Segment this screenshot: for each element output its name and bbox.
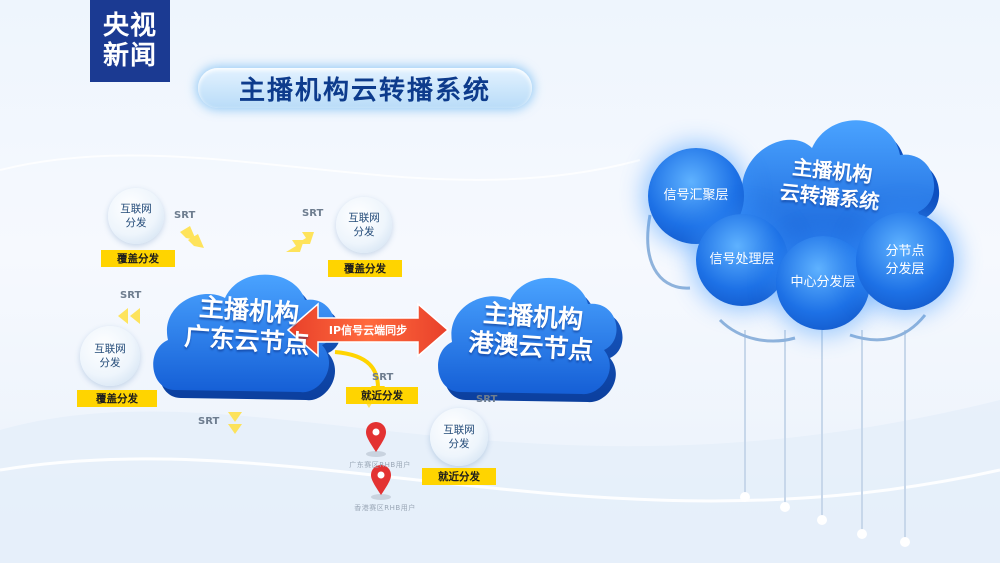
cloud-guangdong-shape: [153, 274, 341, 401]
bubble-2-line2: 分发: [353, 226, 375, 238]
internet-distribution-bubble-3: 互联网分发: [80, 326, 140, 386]
bubble-1-line2: 分发: [125, 217, 147, 229]
pin-label-1: 广东赛区RHB用户: [349, 461, 411, 469]
sync-arrow: [286, 302, 450, 358]
nearby-tag-1: 就近分发: [346, 387, 418, 404]
cloud-hk-macau-shape: [438, 277, 623, 403]
srt-label-6: SRT: [476, 394, 498, 405]
sync-label: IP信号云端同步: [328, 324, 408, 337]
srt-label-3: SRT: [120, 290, 142, 301]
bubble-1-line1: 互联网: [120, 203, 152, 215]
coverage-tag-3: 覆盖分发: [77, 390, 157, 407]
branch-distribution-layer: 分节点 分发层: [856, 212, 954, 310]
pin-label-2: 香港赛区RHB用户: [354, 504, 416, 512]
location-pin-2: [371, 465, 391, 500]
internet-distribution-bubble-4: 互联网分发: [430, 408, 488, 466]
cloud-hk-macau: 主播机构 港澳云节点: [450, 296, 614, 367]
logo-line-2: 新闻: [102, 41, 157, 71]
bubble-3-line1: 互联网: [94, 343, 126, 355]
coverage-tag-2: 覆盖分发: [328, 260, 402, 277]
cloud-guangdong: 主播机构 广东云节点: [166, 290, 330, 361]
central-distribution-layer: 中心分发层: [776, 236, 870, 330]
logo-line-1: 央视: [102, 11, 157, 41]
internet-distribution-bubble-2: 互联网分发: [336, 197, 392, 253]
signal-processing-layer: 信号处理层: [696, 214, 788, 306]
page-title: 主播机构云转播系统: [198, 68, 532, 108]
srt-label-2: SRT: [302, 208, 324, 219]
internet-distribution-bubble-1: 互联网分发: [108, 188, 164, 244]
cctv-news-logo: 央视 新闻: [90, 0, 170, 82]
branch-layer-line2: 分发层: [885, 262, 925, 277]
bubble-2-line1: 互联网: [348, 212, 380, 224]
srt-label-5: SRT: [372, 372, 394, 383]
srt-label-4: SRT: [198, 416, 220, 427]
branch-layer-line1: 分节点: [885, 244, 925, 259]
srt-label-1: SRT: [174, 210, 196, 221]
bubble-4-line1: 互联网: [443, 424, 475, 436]
location-pin-1: [366, 422, 386, 457]
coverage-tag-1: 覆盖分发: [101, 250, 175, 267]
bubble-4-line2: 分发: [448, 438, 470, 450]
nearby-tag-2: 就近分发: [422, 468, 496, 485]
bubble-3-line2: 分发: [99, 357, 121, 369]
